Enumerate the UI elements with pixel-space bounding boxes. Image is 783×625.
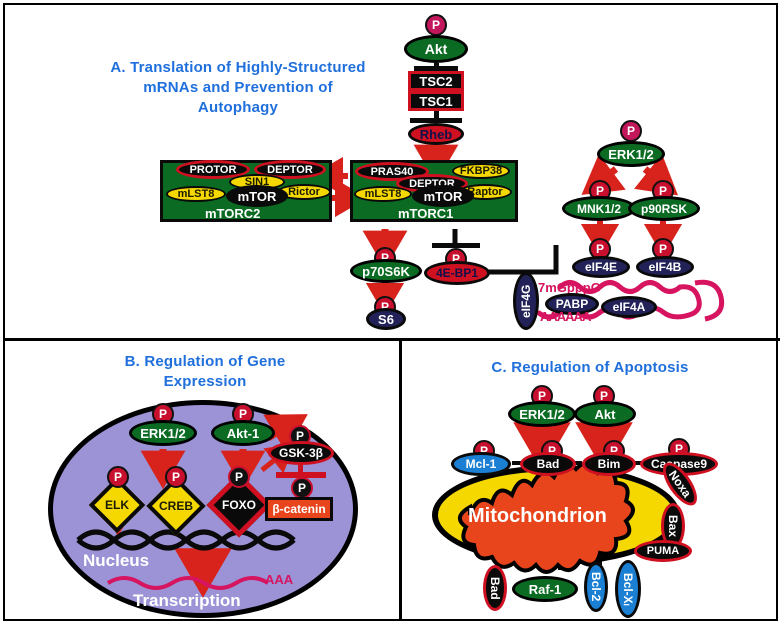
phospho-elk: P xyxy=(107,466,129,488)
panel-c-title-line1: C. Regulation of Apoptosis xyxy=(491,359,689,376)
node-eif4e[interactable]: eIF4E xyxy=(572,256,630,278)
node-bad-2[interactable]: Bad xyxy=(483,565,507,611)
node-bim[interactable]: Bim xyxy=(582,452,636,476)
node-mtor-c1[interactable]: mTOR xyxy=(412,185,474,207)
figure-border xyxy=(3,3,778,621)
gsk3b-inhibit-bar xyxy=(276,472,326,478)
node-rictor[interactable]: Rictor xyxy=(277,184,331,200)
node-bcatenin[interactable]: β-catenin xyxy=(265,497,333,521)
fourebp1-inhibit-bar xyxy=(432,243,480,248)
node-p70s6k[interactable]: p70S6K xyxy=(350,259,422,283)
node-puma[interactable]: PUMA xyxy=(634,540,692,562)
panel-a-title-line3: Autophagy xyxy=(197,99,279,116)
label-transcription: Transcription xyxy=(133,591,241,610)
node-tsc1[interactable]: TSC1 xyxy=(408,91,464,111)
node-mlst8-c2[interactable]: mLST8 xyxy=(166,186,226,202)
node-mcl1[interactable]: Mcl-1 xyxy=(451,452,511,476)
node-mlst8-c1[interactable]: mLST8 xyxy=(354,186,412,202)
label-mtorc1: mTORC1 xyxy=(398,206,454,221)
panel-a-title: A. Translation of Highly-Structured mRNA… xyxy=(78,58,398,118)
node-tsc2[interactable]: TSC2 xyxy=(408,71,464,91)
node-bclxl[interactable]: Bcl-Xₗ xyxy=(615,560,641,618)
phospho-foxo: P xyxy=(228,466,250,488)
panel-b-title-line1: B. Regulation of Gene xyxy=(124,353,286,370)
panel-b-title: B. Regulation of Gene Expression xyxy=(60,352,350,392)
label-polya-b: AAA xyxy=(265,572,294,587)
node-rheb[interactable]: Rheb xyxy=(408,123,464,145)
node-mnk[interactable]: MNK1/2 xyxy=(562,196,636,221)
node-bcl2[interactable]: Bcl-2 xyxy=(584,562,608,612)
node-bad[interactable]: Bad xyxy=(520,452,576,476)
node-s6[interactable]: S6 xyxy=(366,308,406,330)
node-pabp[interactable]: PABP xyxy=(545,293,599,315)
phospho-bcatenin: P xyxy=(291,477,313,499)
node-akt-c[interactable]: Akt xyxy=(574,401,636,427)
node-eif4a[interactable]: eIF4A xyxy=(601,296,657,318)
node-fkbp38[interactable]: FKBP38 xyxy=(452,163,510,179)
node-akt1-b[interactable]: Akt-1 xyxy=(211,420,275,446)
node-akt-a[interactable]: Akt xyxy=(404,35,468,63)
label-mtorc2: mTORC2 xyxy=(205,206,261,221)
mrna-polya-label: AAAAAA xyxy=(540,309,591,324)
label-mitochondrion: Mitochondrion xyxy=(468,505,607,527)
node-erk-a[interactable]: ERK1/2 xyxy=(597,141,665,167)
gsk3b-inhibit-stem xyxy=(298,464,303,474)
node-eif4b[interactable]: eIF4B xyxy=(636,256,694,278)
tsc-inhibit-bar xyxy=(410,118,462,123)
node-mtor-c2[interactable]: mTOR xyxy=(226,185,288,207)
node-gsk3b[interactable]: GSK-3β xyxy=(268,441,334,465)
tsc-inhibit-stem xyxy=(434,111,439,119)
mrna-cap-label: 7mGpppG xyxy=(538,280,601,295)
panel-a-title-line1: A. Translation of Highly-Structured xyxy=(110,59,366,76)
akt-inhibit-stem xyxy=(434,63,439,69)
node-4ebp1[interactable]: 4E-BP1 xyxy=(424,261,490,285)
panel-b-title-line2: Expression xyxy=(163,373,247,390)
panel-a-title-line2: mRNAs and Prevention of xyxy=(143,79,333,96)
panel-c-title: C. Regulation of Apoptosis xyxy=(420,358,760,378)
node-p90rsk[interactable]: p90RSK xyxy=(628,196,700,221)
panel-divider-vertical xyxy=(399,340,402,621)
node-protor[interactable]: PROTOR xyxy=(176,160,250,179)
phospho-creb: P xyxy=(165,466,187,488)
label-nucleus: Nucleus xyxy=(83,551,150,570)
panel-divider-horizontal xyxy=(3,338,780,341)
node-erk-b[interactable]: ERK1/2 xyxy=(129,420,197,446)
node-raf1[interactable]: Raf-1 xyxy=(512,576,578,602)
